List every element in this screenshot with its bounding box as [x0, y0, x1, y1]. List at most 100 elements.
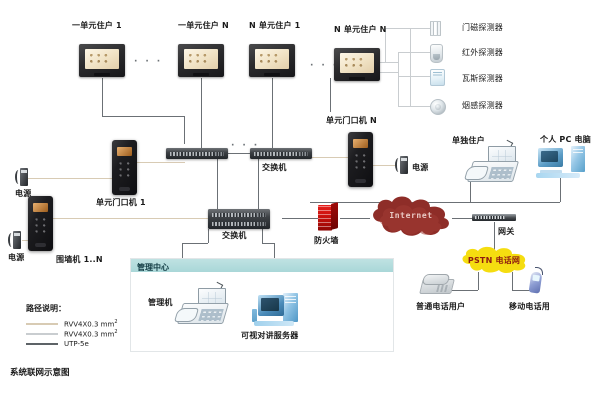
wire-sensor-ir — [398, 52, 430, 53]
infrared-sensor-icon — [430, 44, 443, 63]
indoor-monitor-unitN-N[interactable] — [334, 48, 380, 81]
legend-label-rvv-1: RVV4X0.3 mm2 — [64, 318, 118, 329]
wall-station[interactable] — [28, 196, 53, 251]
analog-telephone-icon — [419, 272, 455, 294]
videophone-keypad — [488, 167, 514, 179]
wire-backbone-top — [310, 202, 560, 203]
internet-cloud-icon: Internet — [368, 196, 454, 238]
server-monitor — [258, 295, 284, 316]
power-cord — [15, 170, 22, 184]
wire-pstn-mobile — [512, 290, 534, 291]
wire-firewall-internet — [340, 218, 370, 219]
door-station-label-unitN: 单元门口机 N — [326, 116, 377, 125]
switch-ports-lower — [212, 222, 256, 226]
legend-row-1: RVV4X0.3 mm2 — [26, 319, 118, 328]
power-cord — [395, 158, 402, 172]
power-supply-1-icon — [15, 168, 28, 186]
wire-core-server-riser — [262, 229, 263, 243]
wire-wallstation-core — [40, 218, 208, 219]
card-reader — [35, 243, 46, 247]
indoor-monitor-unit1-1[interactable] — [79, 44, 125, 77]
server-side — [252, 309, 257, 322]
mobile-antenna — [535, 267, 543, 275]
gateway-icon[interactable] — [472, 214, 516, 221]
wire-sensor-left-riser — [398, 52, 399, 106]
phone-handset — [421, 274, 451, 285]
wire-sensor-door-riser — [385, 28, 386, 62]
mobile-phone-label: 移动电话用 — [509, 302, 550, 311]
camera-lens-icon — [117, 147, 132, 156]
wire-sensor-trunk — [410, 28, 411, 106]
sensor-label-infrared: 红外探测器 — [462, 48, 503, 57]
wire-doorstation1-switchA — [137, 162, 185, 163]
firewall-side — [331, 202, 338, 230]
switch-core[interactable] — [208, 209, 270, 229]
wire-pstn-analog-drop — [478, 272, 479, 290]
keypad[interactable] — [118, 161, 131, 181]
resident-label-unitN-N: N 单元住户 N — [334, 25, 387, 34]
wire-pstn-mobile-drop — [512, 272, 513, 290]
wire-core-firewall — [282, 218, 318, 219]
wire-resident1-bus-drop — [184, 116, 185, 144]
analog-telephone-label: 普通电话用户 — [416, 302, 466, 311]
camera-lens-icon — [353, 139, 368, 148]
switch-ports-upper — [212, 213, 256, 217]
resident-solo-label: 单独住户 — [452, 136, 485, 145]
legend-swatch-rvv-1 — [26, 322, 58, 325]
wire-doorstationN-power — [373, 165, 395, 166]
card-reader — [119, 187, 130, 191]
pstn-cloud-icon: PSTN 电话网 — [458, 246, 530, 274]
switch-b[interactable] — [250, 148, 312, 159]
legend-swatch-rvv-2 — [26, 332, 58, 335]
legend: 路径说明： RVV4X0.3 mm2 RVV4X0.3 mm2 UTP-5e — [26, 303, 118, 349]
mobile-body — [528, 271, 543, 294]
ellipsis-residents-2: · · · — [310, 61, 339, 71]
wire-sensor-gas — [398, 76, 430, 77]
ellipsis-switches: · · · — [231, 141, 260, 151]
pstn-cloud-shape — [462, 246, 526, 273]
pc-keyboard — [540, 170, 562, 174]
wire-resident1-down — [102, 78, 103, 116]
pc-tower — [571, 146, 585, 172]
wire-resident-unitN-N-down — [330, 78, 331, 112]
switch-a[interactable] — [166, 148, 228, 159]
management-phone-keypad[interactable] — [198, 309, 224, 321]
wire-power1-doorstation1 — [28, 178, 112, 179]
server-icon[interactable] — [252, 292, 300, 326]
smoke-sensor-icon — [430, 99, 446, 115]
monitor-base — [193, 73, 209, 76]
management-center-header: 管理中心 — [131, 259, 393, 272]
internet-label: Internet — [389, 211, 433, 220]
indoor-monitor-unit1-N[interactable] — [178, 44, 224, 77]
keypad[interactable] — [354, 153, 367, 173]
wire-residentN-unit1-down — [201, 78, 202, 148]
personal-computer-icon — [536, 146, 586, 178]
wire-sensor-smoke — [398, 106, 430, 107]
wire-resident-unitN-1-down — [272, 78, 273, 148]
door-magnet-sensor-icon — [430, 21, 441, 36]
server-label: 可视对讲服务器 — [241, 331, 299, 340]
power-cord — [8, 233, 15, 247]
monitor-screen — [255, 49, 289, 69]
indoor-monitor-unitN-1[interactable] — [249, 44, 295, 77]
gas-sensor-icon — [430, 69, 445, 86]
management-phone-icon[interactable] — [173, 281, 230, 324]
switch-label-core: 交换机 — [222, 231, 247, 240]
sensor-label-gas: 瓦斯探测器 — [462, 74, 503, 83]
management-machine-label: 管理机 — [148, 298, 173, 307]
door-station-unit1[interactable] — [112, 140, 137, 195]
firewall-label: 防火墙 — [314, 236, 339, 245]
mobile-phone-icon — [528, 267, 543, 294]
firewall-icon — [318, 202, 338, 233]
wire-pstn-analog — [452, 290, 478, 291]
keypad[interactable] — [34, 217, 47, 237]
sensor-label-smoke: 烟感探测器 — [462, 101, 503, 110]
switch-leds-upper — [257, 213, 266, 217]
legend-label-utp: UTP-5e — [64, 339, 89, 348]
monitor-screen — [184, 49, 218, 69]
resident-videophone-icon — [463, 139, 520, 182]
door-station-unitN[interactable] — [348, 132, 373, 187]
pstn-label: PSTN 电话网 — [467, 256, 521, 265]
switch-label-b: 交换机 — [262, 163, 287, 172]
